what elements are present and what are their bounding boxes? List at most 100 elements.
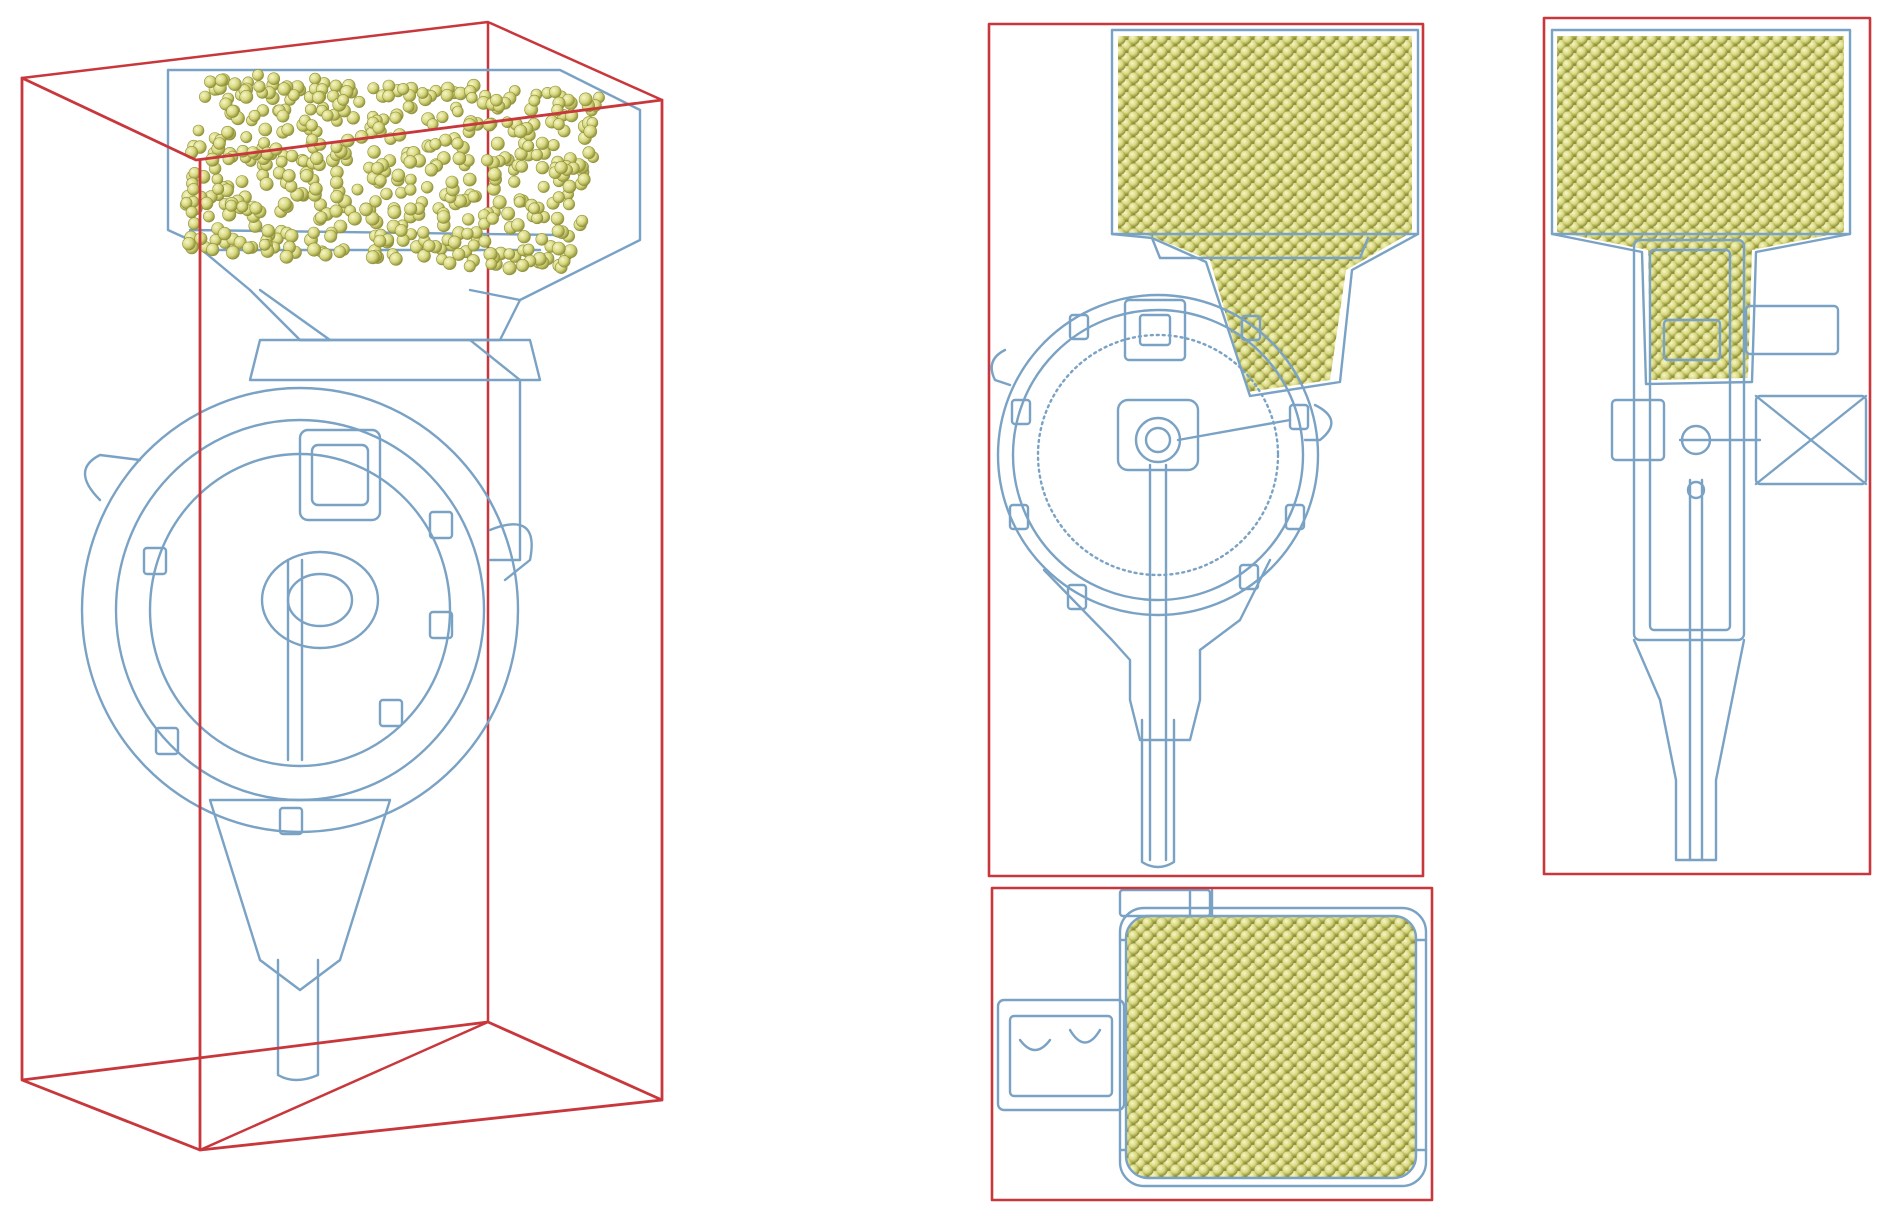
particle [321, 109, 334, 122]
particle [462, 213, 475, 226]
particle [583, 124, 598, 139]
particle [463, 260, 476, 273]
particle [225, 199, 238, 212]
particle [329, 204, 343, 218]
particle [277, 197, 292, 212]
particle [549, 85, 562, 99]
particle [391, 168, 406, 183]
particle [307, 242, 322, 257]
particle [522, 140, 535, 152]
particle [492, 195, 507, 210]
particle [259, 177, 274, 191]
particle [281, 123, 295, 137]
isometric-view [20, 20, 664, 1152]
particle [394, 224, 408, 237]
particle [276, 109, 290, 123]
particle [314, 211, 328, 224]
particle [528, 202, 541, 215]
particle [248, 109, 261, 122]
particle [404, 183, 417, 196]
particle [490, 136, 505, 151]
particle [582, 146, 596, 160]
particle [436, 210, 451, 224]
particle [333, 245, 347, 259]
particle [503, 248, 516, 260]
particle [517, 230, 531, 244]
particle [371, 161, 384, 175]
particle [252, 69, 264, 81]
particle [236, 200, 249, 213]
particle [487, 167, 502, 182]
particle [522, 243, 535, 256]
particle [578, 92, 593, 107]
particle [452, 151, 467, 166]
particle [300, 169, 314, 183]
granule-bed-icon [179, 69, 605, 276]
particle [346, 111, 360, 125]
side-view [1542, 16, 1872, 876]
particle [516, 258, 530, 272]
particle [513, 124, 528, 139]
particle [333, 219, 348, 234]
particle [485, 258, 498, 270]
particle [284, 228, 299, 243]
particle [535, 136, 550, 150]
top-view-bed-outline [1124, 914, 1418, 1180]
particle [535, 233, 549, 246]
particle [285, 180, 298, 193]
particle [239, 90, 254, 104]
particle [451, 137, 464, 150]
particle [397, 83, 410, 96]
particle [337, 94, 350, 106]
particle [214, 73, 228, 87]
particle [211, 173, 224, 185]
particle [501, 206, 516, 221]
particle [417, 226, 430, 239]
particle [550, 211, 565, 226]
particle [402, 100, 415, 113]
particle [275, 155, 288, 168]
particle [285, 149, 299, 163]
particle [367, 145, 381, 159]
particle [249, 201, 263, 215]
particle [389, 252, 403, 266]
particle [258, 238, 271, 251]
particle [367, 82, 380, 95]
particle [261, 224, 275, 238]
particle [206, 243, 220, 257]
particle [535, 161, 550, 175]
particle [351, 183, 364, 196]
particle [467, 239, 480, 252]
front-view [987, 22, 1425, 878]
particle [324, 229, 338, 243]
domain-box-back-edges [20, 20, 664, 1152]
particle [240, 131, 253, 144]
side-view-domain-box [1542, 16, 1872, 876]
particle [309, 72, 321, 85]
particle [451, 105, 464, 118]
domain-box-front-edges [20, 76, 664, 1152]
particle [253, 80, 266, 93]
particle [445, 175, 459, 189]
particle [228, 77, 242, 91]
particle [389, 111, 402, 125]
top-view [990, 886, 1434, 1202]
particle [277, 82, 291, 96]
particle [307, 226, 320, 239]
particle [502, 261, 517, 276]
particle [330, 175, 344, 190]
particle [329, 79, 343, 93]
particle [287, 89, 300, 102]
particle [182, 237, 196, 251]
metering-device-wireframe-icon [80, 68, 642, 1082]
packed-particles-top [1126, 916, 1416, 1178]
particle [551, 224, 565, 238]
particle [482, 117, 497, 132]
particle [267, 72, 281, 85]
particle [279, 249, 294, 264]
particle [225, 245, 240, 260]
particle [478, 234, 492, 248]
front-view-machine-outline [990, 28, 1420, 869]
particle [180, 196, 193, 209]
particle [429, 138, 442, 151]
